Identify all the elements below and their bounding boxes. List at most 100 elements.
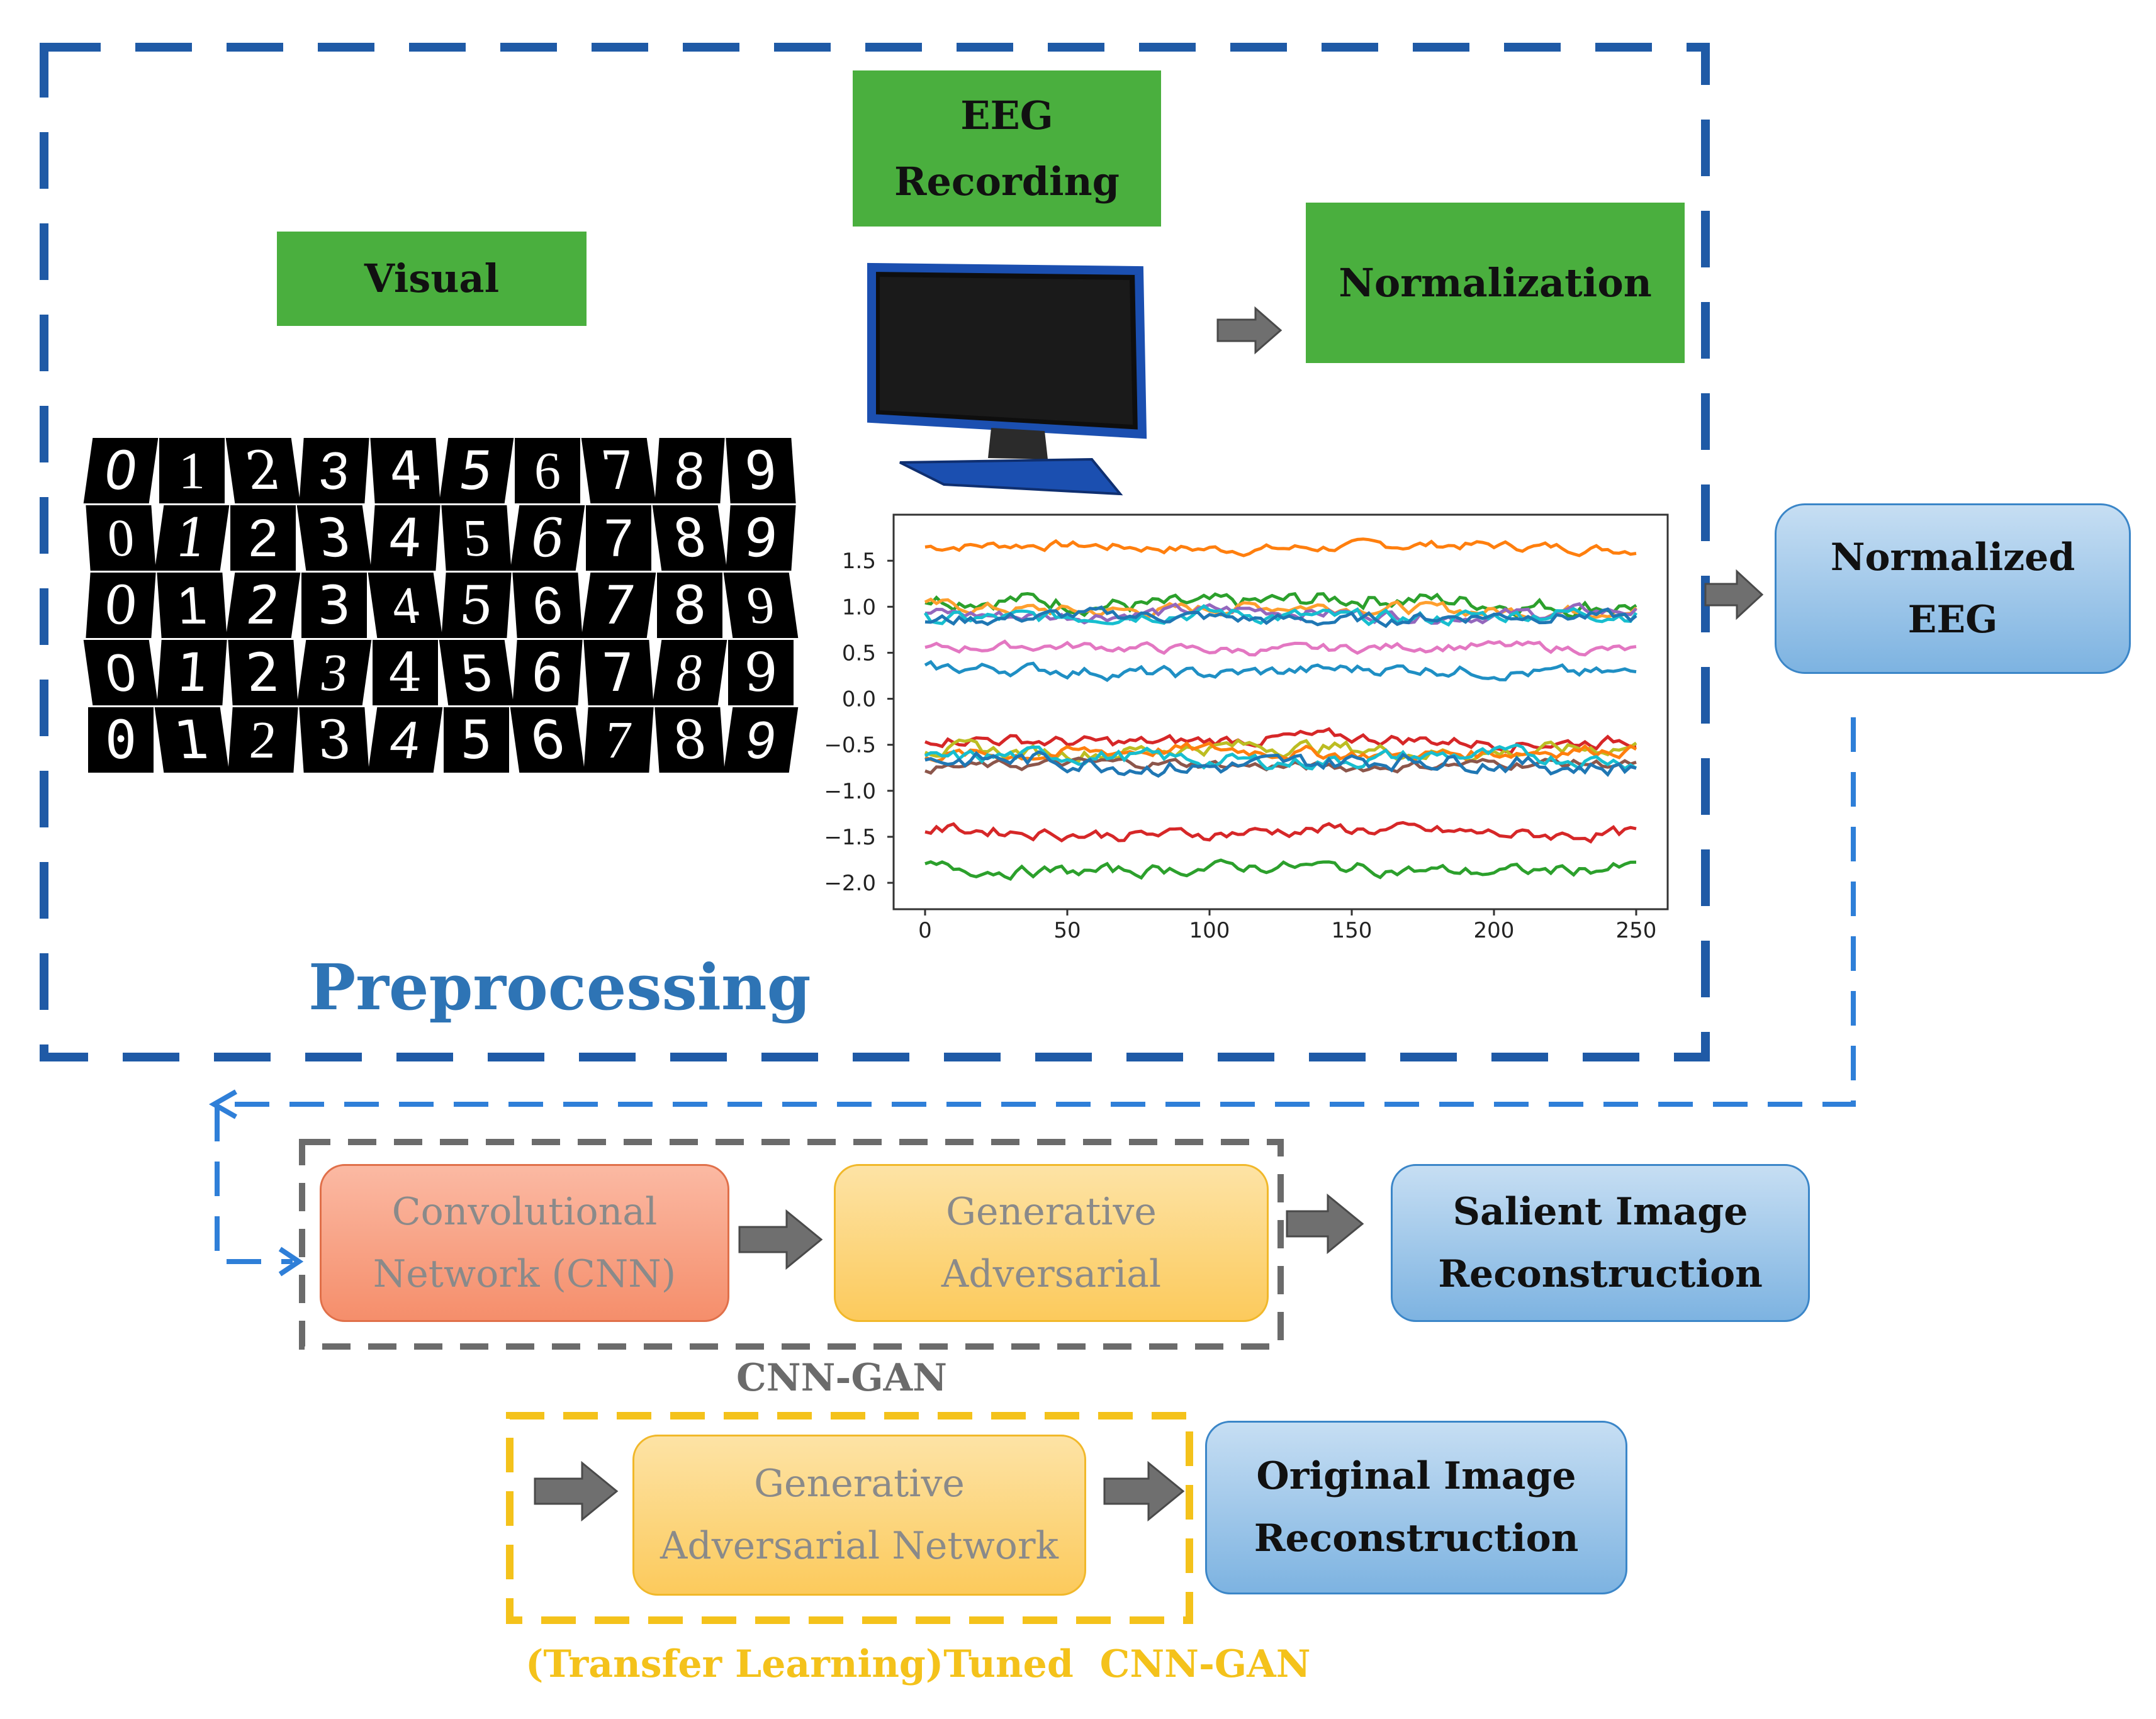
digit-sample: 0: [86, 573, 156, 638]
y-tick-label: 0.5: [842, 641, 876, 666]
digit-sample: 6: [510, 505, 585, 571]
digit-sample: 0: [83, 640, 159, 705]
digit-sample: 3: [296, 640, 372, 705]
connector-arrowhead-bottom: [278, 1246, 304, 1277]
cnn-box: Convolutional Network (CNN): [320, 1164, 729, 1322]
cnn-label-1: Convolutional: [391, 1189, 658, 1234]
tuned-cnn-gan-label: (Transfer Learning)Tuned CNN-GAN: [525, 1642, 1311, 1686]
original-label-1: Original Image: [1256, 1454, 1576, 1498]
visual-box: Visual: [277, 232, 587, 326]
digit-sample: 2: [230, 505, 296, 571]
arrow-into-tuned-gan: [534, 1460, 619, 1522]
x-tick-label: 250: [1616, 918, 1657, 943]
digit-sample: 5: [441, 573, 512, 638]
y-tick-label: 0.0: [842, 687, 876, 712]
y-tick-label: −1.0: [824, 779, 876, 804]
digit-sample: 7: [583, 707, 654, 773]
eeg-series-line: [924, 639, 1637, 657]
tuned-gan-label-1: Generative: [754, 1462, 965, 1506]
digit-sample: 9: [726, 505, 796, 571]
digit-sample: 3: [301, 573, 367, 638]
cnn-gan-label: CNN-GAN: [736, 1356, 947, 1400]
normalized-eeg-label-2: EEG: [1907, 597, 1998, 642]
eeg-series-line: [924, 537, 1637, 557]
digit-sample: 5: [444, 707, 509, 773]
digit-sample: 1: [159, 438, 225, 503]
cnn-gan-frame: [299, 1139, 1284, 1350]
digit-sample: 1: [157, 640, 227, 705]
digit-sample: 0: [86, 505, 156, 571]
y-tick-label: 1.5: [842, 549, 876, 574]
digit-sample: 3: [299, 707, 369, 773]
original-label-2: Reconstruction: [1254, 1516, 1579, 1560]
arrow-tuned-gan-to-original: [1103, 1460, 1185, 1522]
gan-box: Generative Adversarial: [834, 1164, 1269, 1322]
arrow-to-normalized-eeg: [1704, 569, 1764, 620]
digit-sample: 2: [228, 707, 298, 773]
normalized-eeg-label-1: Normalized: [1830, 535, 2075, 580]
digit-sample: 1: [157, 573, 227, 638]
y-tick-label: −2.0: [824, 871, 876, 896]
arrow-gan-to-salient: [1286, 1193, 1364, 1255]
eeg-series-line: [924, 820, 1637, 844]
digit-sample: 8: [652, 505, 727, 571]
digit-sample: 2: [228, 640, 298, 705]
eeg-y-axis: 1.51.00.50.0−0.5−1.0−1.5−2.0: [824, 549, 894, 896]
digit-sample: 7: [583, 640, 654, 705]
arrow-to-normalization: [1216, 306, 1283, 355]
digit-sample: 5: [439, 640, 514, 705]
digit-sample: 7: [586, 505, 651, 571]
digit-sample: 1: [154, 707, 230, 773]
digit-sample: 9: [723, 707, 799, 773]
digit-sample: 8: [654, 707, 725, 773]
normalization-label: Normalization: [1339, 259, 1652, 306]
eeg-recording-box: EEG Recording: [853, 70, 1161, 227]
salient-label-2: Reconstruction: [1438, 1251, 1763, 1296]
digit-sample: 0: [83, 438, 159, 503]
arrow-cnn-to-gan: [738, 1209, 823, 1270]
eeg-plot-frame: [892, 513, 1669, 910]
digit-sample: 4: [370, 505, 441, 571]
cnn-label-2: Network (CNN): [373, 1251, 677, 1296]
normalized-eeg-box: Normalized EEG: [1775, 503, 2131, 674]
digit-sample: 1: [154, 505, 230, 571]
eeg-recording-label-2: Recording: [894, 159, 1120, 204]
x-tick-label: 150: [1332, 918, 1373, 943]
y-tick-label: −0.5: [824, 733, 876, 758]
digit-sample: 2: [225, 573, 301, 638]
digit-sample: 9: [726, 438, 796, 503]
x-tick-label: 200: [1474, 918, 1515, 943]
eeg-series-line: [924, 858, 1637, 882]
eeg-series-line: [924, 659, 1637, 682]
digit-sample: 6: [512, 573, 583, 638]
salient-label-1: Salient Image: [1452, 1189, 1748, 1234]
eeg-series-line: [924, 750, 1637, 778]
x-tick-label: 0: [918, 918, 932, 943]
digit-sample: 7: [581, 573, 656, 638]
digit-sample: 9: [728, 640, 794, 705]
digit-sample: 4: [368, 707, 443, 773]
eeg-series-line: [924, 605, 1637, 629]
original-image-box: Original Image Reconstruction: [1205, 1421, 1627, 1594]
tuned-gan-label-2: Adversarial Network: [660, 1524, 1058, 1568]
feedback-connector: [215, 717, 1856, 1264]
digit-sample: 4: [368, 573, 443, 638]
tuned-gan-box: Generative Adversarial Network: [632, 1435, 1086, 1596]
connector-arrowhead-top: [208, 1089, 237, 1119]
digit-sample: 2: [225, 438, 301, 503]
tuned-frame: [506, 1412, 1193, 1624]
digit-sample: 3: [296, 505, 372, 571]
gan-label-2: Adversarial: [941, 1251, 1162, 1296]
digit-sample: 8: [652, 640, 727, 705]
eeg-recording-label-1: EEG: [960, 92, 1053, 138]
digit-sample: 6: [512, 640, 583, 705]
x-tick-label: 50: [1053, 918, 1081, 943]
y-tick-label: 1.0: [842, 595, 876, 620]
digit-sample: 5: [441, 505, 512, 571]
eeg-x-axis: 0 50 100 150 200 250: [918, 909, 1656, 943]
x-tick-label: 100: [1189, 918, 1230, 943]
digit-sample: 3: [299, 438, 369, 503]
eeg-plot-lines: [923, 537, 1638, 882]
